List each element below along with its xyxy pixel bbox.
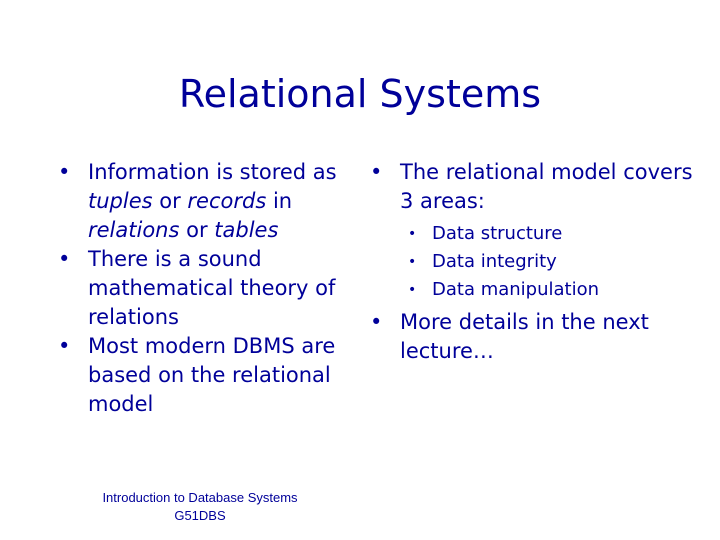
left-column: • Information is stored as tuples or rec… (58, 158, 358, 419)
list-item-modern-dbms: • Most modern DBMS are based on the rela… (58, 332, 358, 419)
term-tables: tables (214, 218, 279, 242)
sub-item-data-integrity: • Data integrity (370, 248, 710, 276)
right-column: • The relational model covers 3 areas: •… (370, 158, 710, 366)
list-item-sound-theory: • There is a sound mathematical theory o… (58, 245, 358, 332)
bullet-icon: • (408, 226, 417, 242)
sub-item-data-structure: • Data structure (370, 220, 710, 248)
sub-bullet-list: • Data structure • Data integrity • Data… (370, 220, 710, 304)
sub-item-data-manipulation: • Data manipulation (370, 276, 710, 304)
sub-item-text: Data integrity (432, 251, 557, 272)
list-item-model-areas: • The relational model covers 3 areas: (370, 158, 710, 216)
list-item-more-details: • More details in the next lecture… (370, 308, 710, 366)
bullet-icon: • (58, 334, 71, 358)
sub-item-text: Data structure (432, 223, 563, 244)
list-item-text: More details in the next lecture… (400, 310, 649, 363)
slide-title: Relational Systems (178, 72, 542, 116)
bullet-icon: • (408, 254, 417, 270)
text-part: or (152, 189, 188, 213)
footer-course-title: Introduction to Database Systems (102, 490, 298, 505)
slide-footer: Introduction to Database Systems G51DBS (60, 489, 340, 525)
text-part: in (266, 189, 293, 213)
bullet-icon: • (58, 160, 71, 184)
list-item-information-stored: • Information is stored as tuples or rec… (58, 158, 358, 245)
list-item-text: Most modern DBMS are based on the relati… (88, 334, 336, 416)
sub-item-text: Data manipulation (432, 279, 600, 300)
footer-course-code: G51DBS (174, 508, 226, 523)
left-bullet-list: • Information is stored as tuples or rec… (58, 158, 358, 419)
right-bullet-list: • The relational model covers 3 areas: (370, 158, 710, 216)
right-bullet-list-continued: • More details in the next lecture… (370, 308, 710, 366)
term-tuples: tuples (88, 189, 153, 213)
bullet-icon: • (58, 247, 71, 271)
text-part: Information is stored as (88, 160, 337, 184)
list-item-text: There is a sound mathematical theory of … (88, 247, 336, 329)
list-item-text: The relational model covers 3 areas: (400, 160, 693, 213)
term-relations: relations (88, 218, 180, 242)
bullet-icon: • (370, 310, 383, 334)
term-records: records (187, 189, 267, 213)
text-part: or (179, 218, 215, 242)
bullet-icon: • (370, 160, 383, 184)
bullet-icon: • (408, 282, 417, 298)
